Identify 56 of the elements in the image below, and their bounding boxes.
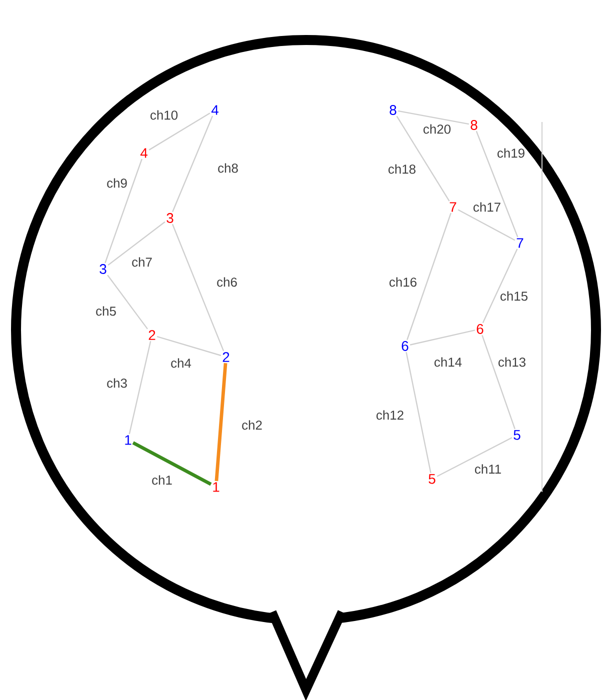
vertex-number: 1 bbox=[125, 435, 132, 445]
edge-label: ch11 bbox=[474, 464, 501, 474]
connector-line bbox=[458, 209, 516, 241]
connector-line bbox=[398, 110, 470, 125]
vertex-number: 6 bbox=[476, 324, 484, 334]
connector-line bbox=[172, 116, 214, 212]
edge-label: ch17 bbox=[474, 202, 500, 212]
vertex-number: 5 bbox=[428, 474, 436, 484]
vertex-number: 2 bbox=[148, 330, 156, 340]
vertex-number: 8 bbox=[390, 105, 396, 115]
edge-label: ch12 bbox=[376, 410, 404, 420]
vertex-number: 3 bbox=[166, 213, 174, 223]
connector-line bbox=[108, 221, 166, 266]
edge-label: ch14 bbox=[434, 357, 462, 367]
connector-line bbox=[128, 340, 152, 434]
connector-line bbox=[132, 441, 212, 486]
vertex-number: 2 bbox=[222, 352, 230, 362]
edge-label: ch1 bbox=[152, 475, 172, 485]
vertex-number: 1 bbox=[213, 482, 220, 492]
connector-line bbox=[172, 224, 224, 352]
connector-line bbox=[436, 437, 512, 477]
vertex-number: 3 bbox=[100, 264, 106, 274]
edge-label: ch4 bbox=[171, 358, 192, 368]
connector-line bbox=[156, 336, 222, 356]
connector-line bbox=[406, 212, 452, 340]
connector-line bbox=[476, 130, 518, 238]
edge-label: ch10 bbox=[150, 110, 178, 120]
edge-label: ch9 bbox=[107, 178, 127, 188]
vertex-number: 5 bbox=[514, 430, 520, 440]
edge-label: ch3 bbox=[107, 378, 127, 388]
connector-line bbox=[214, 362, 228, 482]
connector-line bbox=[482, 248, 518, 324]
edge-label: ch13 bbox=[498, 357, 526, 367]
vertex-number: 7 bbox=[516, 238, 524, 248]
connector-line bbox=[104, 158, 142, 264]
connector-line bbox=[410, 330, 476, 346]
connector-line bbox=[148, 112, 210, 150]
vertex-number: 8 bbox=[470, 120, 478, 130]
edge-label: ch19 bbox=[498, 148, 524, 158]
edge-label: ch6 bbox=[217, 277, 237, 287]
edge-label: ch2 bbox=[242, 420, 262, 430]
connector-line bbox=[107, 274, 148, 330]
edge-label: ch15 bbox=[500, 291, 528, 301]
edge-label: ch8 bbox=[218, 163, 238, 173]
connector-line bbox=[396, 116, 450, 202]
vertex-number: 4 bbox=[140, 148, 148, 158]
edge-label: ch18 bbox=[388, 164, 416, 174]
connector-line bbox=[482, 334, 516, 430]
edge-label: ch5 bbox=[96, 306, 116, 316]
connector-line bbox=[406, 352, 432, 474]
vertex-number: 4 bbox=[211, 105, 218, 115]
edge-label: ch16 bbox=[390, 277, 416, 287]
vertex-number: 6 bbox=[402, 341, 408, 351]
edge-label: ch20 bbox=[424, 124, 451, 134]
edge-label: ch7 bbox=[132, 257, 152, 267]
vertex-number: 7 bbox=[450, 202, 456, 212]
